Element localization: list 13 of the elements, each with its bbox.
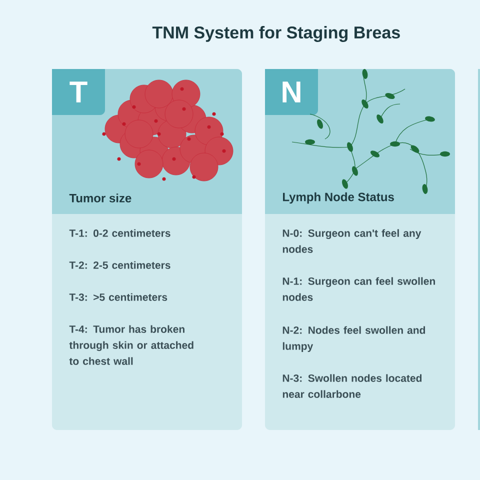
card-heading: Tumor size xyxy=(69,194,132,202)
stage-item: N-1: Surgeon can feel swollen nodes xyxy=(282,277,435,301)
stage-item: T-4: Tumor has broken through skin or attached to chest wall xyxy=(69,325,194,365)
stage-item: T-2: 2-5 centimeters xyxy=(69,261,170,269)
stage-item: N-2: Nodes feel swollen and lumpy xyxy=(282,326,426,352)
stage-item: N-3: Swollen nodes located near collarbone xyxy=(282,374,422,398)
title: TNM System for Staging Breas xyxy=(152,26,400,42)
stage-item: N-0: Surgeon can't feel any nodes xyxy=(282,229,422,253)
letter-tab: T xyxy=(52,69,105,115)
card-heading: Lymph Node Status xyxy=(283,192,394,204)
stage-item: T-3: >5 centimeters xyxy=(69,293,168,301)
stage-item: T-1: 0-2 centimeters xyxy=(69,229,170,237)
letter-tab: N xyxy=(265,69,318,115)
